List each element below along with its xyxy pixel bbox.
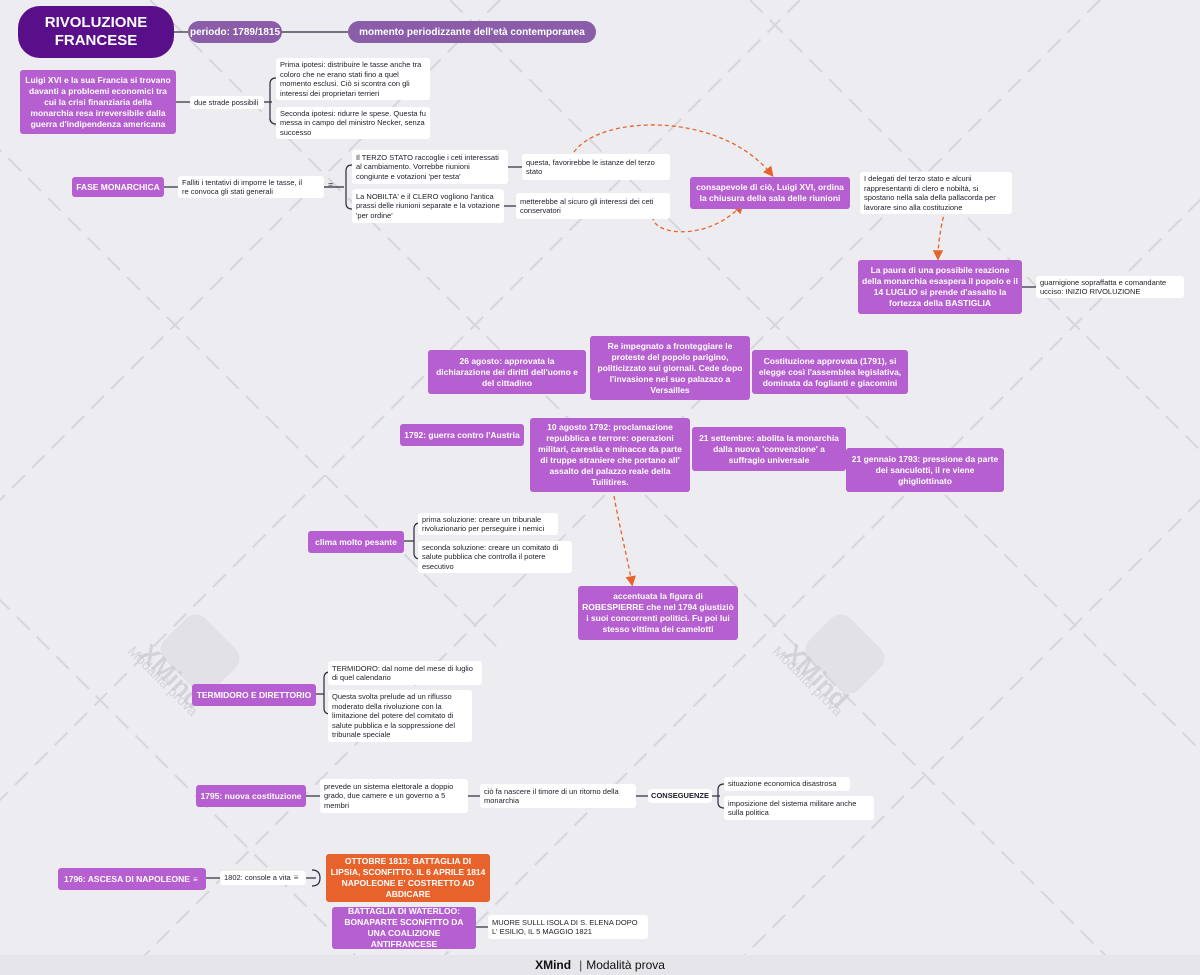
conseguenza-economica[interactable]: situazione economica disastrosa	[724, 777, 850, 791]
terzo-stato-note[interactable]: questa, favorirebbe le istanze del terzo…	[522, 154, 670, 180]
console-a-vita-label: 1802: console a vita	[224, 873, 291, 883]
guerra-austria-topic[interactable]: 1792: guerra contro l'Austria	[400, 424, 524, 446]
xmind-watermark-right	[805, 614, 885, 694]
period-topic[interactable]: periodo: 1789/1815	[188, 21, 282, 43]
napoleone-label: 1796: ASCESA DI NAPOLEONE	[64, 873, 190, 884]
tribunale-solution[interactable]: prima soluzione: creare un tribunale riv…	[418, 513, 558, 535]
waterloo-topic[interactable]: BATTAGLIA DI WATERLOO: BONAPARTE SCONFIT…	[332, 906, 476, 949]
clima-pesante-topic[interactable]: clima molto pesante	[308, 531, 404, 553]
root-topic[interactable]: RIVOLUZIONE FRANCESE	[18, 6, 174, 58]
termidoro-note-2[interactable]: Questa svolta prelude ad un riflusso mod…	[328, 690, 472, 742]
sant-elena-node[interactable]: MUORE SULLL ISOLA DI S. ELENA DOPO L' ES…	[488, 915, 648, 939]
timore-monarchia-node[interactable]: ciò fa nascere il timore di un ritorno d…	[480, 784, 636, 808]
re-ghigliottinato-topic[interactable]: 21 gennaio 1793: pressione da parte dei …	[846, 448, 1004, 492]
crisis-topic[interactable]: Luigi XVI e la sua Francia si trovano da…	[20, 70, 176, 134]
robespierre-topic[interactable]: accentuata la figura di ROBESPIERRE che …	[578, 586, 738, 640]
pallacorda-node[interactable]: I delegati del terzo stato e alcuni rapp…	[860, 172, 1012, 214]
crisis-option-1[interactable]: Prima ipotesi: distribuire le tasse anch…	[276, 58, 430, 100]
costituzione-1791-topic[interactable]: Costituzione approvata (1791), si elegge…	[752, 350, 908, 394]
period-description[interactable]: momento periodizzante dell'età contempor…	[348, 21, 596, 43]
bastiglia-note[interactable]: guarnigione sopraffatta e comandante ucc…	[1036, 276, 1184, 298]
stati-generali-node[interactable]: Falliti i tentativi di imporre le tasse,…	[178, 176, 324, 198]
notes-icon[interactable]: ≡	[293, 873, 299, 883]
sistema-elettorale-node[interactable]: prevede un sistema elettorale a doppio g…	[320, 779, 468, 813]
versailles-topic[interactable]: Re impegnato a fronteggiare le proteste …	[590, 336, 750, 400]
terzo-stato-node[interactable]: Il TERZO STATO raccoglie i ceti interess…	[352, 150, 508, 184]
lipsia-topic[interactable]: OTTOBRE 1813: BATTAGLIA DI LIPSIA, SCONF…	[326, 854, 490, 902]
crisis-option-2[interactable]: Seconda ipotesi: ridurre le spese. Quest…	[276, 107, 430, 139]
comitato-solution[interactable]: seconda soluzione: creare un comitato di…	[418, 541, 572, 573]
fase-monarchica-topic[interactable]: FASE MONARCHICA	[72, 177, 164, 197]
abolita-monarchia-topic[interactable]: 21 settembre: abolita la monarchia dalla…	[692, 427, 846, 471]
footer-bar: XMind | Modalità prova	[0, 955, 1200, 975]
notes-icon[interactable]: ≡	[328, 180, 334, 190]
diritti-uomo-topic[interactable]: 26 agosto: approvata la dichiarazione de…	[428, 350, 586, 394]
nobilta-clero-note[interactable]: metterebbe al sicuro gli interessi dei c…	[516, 193, 670, 219]
repubblica-terrore-topic[interactable]: 10 agosto 1792: proclamazione repubblica…	[530, 418, 690, 492]
termidoro-note-1[interactable]: TERMIDORO: dal nome del mese di luglio d…	[328, 661, 482, 685]
notes-icon[interactable]: ≡	[192, 874, 198, 884]
console-a-vita-node[interactable]: 1802: console a vita ≡	[220, 871, 306, 885]
footer-mode: Modalità prova	[586, 958, 665, 972]
king-closes-hall-topic[interactable]: consapevole di ciò, Luigi XVI, ordina la…	[690, 177, 850, 209]
footer-brand: XMind	[535, 958, 572, 972]
bastiglia-topic[interactable]: La paura di una possibile reazione della…	[858, 260, 1022, 314]
conseguenze-node[interactable]: CONSEGUENZE	[648, 789, 712, 803]
napoleone-topic[interactable]: 1796: ASCESA DI NAPOLEONE ≡	[58, 868, 206, 890]
footer-separator: |	[579, 958, 583, 972]
costituzione-1795-topic[interactable]: 1795: nuova costituzione	[196, 785, 306, 807]
termidoro-topic[interactable]: TERMIDORO E DIRETTORIO	[192, 684, 316, 706]
xmind-watermark-left	[160, 614, 240, 694]
conseguenza-militare[interactable]: imposizione del sistema militare anche s…	[724, 796, 874, 820]
crisis-link-label[interactable]: due strade possibili	[190, 96, 264, 109]
nobilta-clero-node[interactable]: La NOBILTA' e il CLERO vogliono l'antica…	[352, 189, 504, 223]
stati-generali-label: Falliti i tentativi di imporre le tasse,…	[182, 177, 303, 197]
